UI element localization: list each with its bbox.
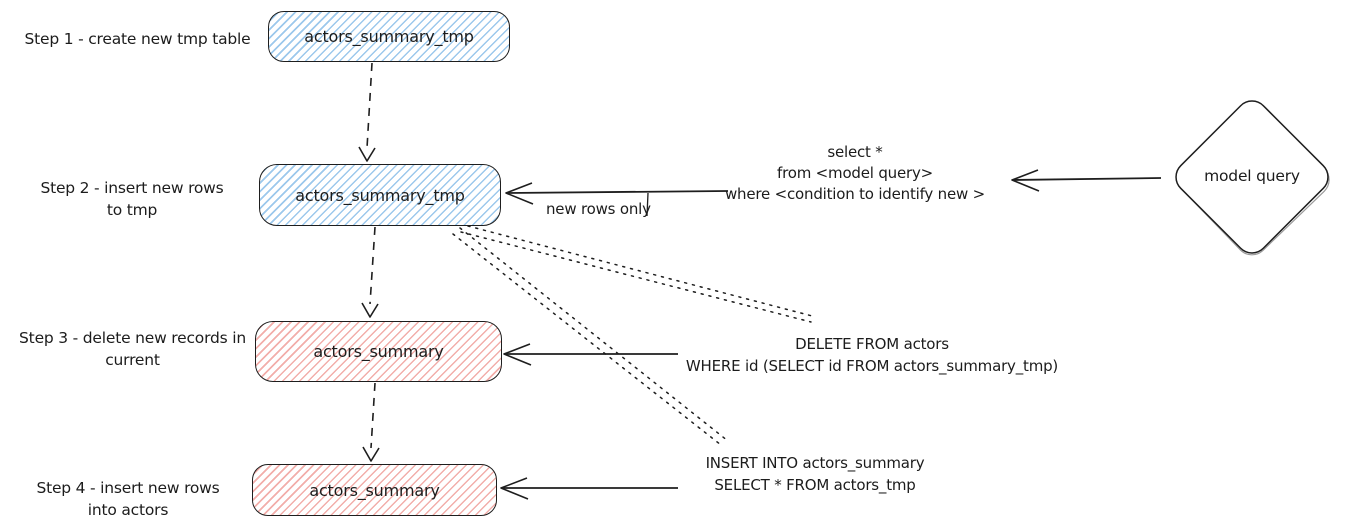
step-1-label: Step 1 - create new tmp table xyxy=(10,28,265,50)
dotted-ray-to-insert-query xyxy=(452,227,729,446)
model-query-diamond xyxy=(1175,100,1330,256)
delete-query-line-1: DELETE FROM actors xyxy=(795,335,949,353)
annotation-new-rows-only: new rows only xyxy=(546,200,651,218)
step-3-label-line-2: current xyxy=(105,351,160,369)
select-query-line-1: select * xyxy=(827,143,883,161)
node-step2-label: actors_summary_tmp xyxy=(295,185,465,205)
dashed-arrow-step1-step2 xyxy=(358,62,376,162)
select-query-line-2: from <model query> xyxy=(777,164,933,182)
model-query-label: model query xyxy=(1204,167,1300,185)
step-1-label-line-1: Step 1 - create new tmp table xyxy=(24,30,251,48)
dashed-arrow-step2-step3 xyxy=(361,226,379,318)
node-step4-actors-summary: actors_summary xyxy=(252,464,497,516)
label-tick xyxy=(646,192,649,217)
arrow-new-rows-into-tmp xyxy=(505,182,729,205)
delete-query-line-2: WHERE id (SELECT id FROM actors_summary_… xyxy=(685,357,1059,375)
node-step1-label: actors_summary_tmp xyxy=(304,27,474,46)
insert-query-line-1: INSERT INTO actors_summary xyxy=(705,454,925,472)
arrow-delete-into-actors-summary xyxy=(503,343,678,366)
insert-query-line-2: SELECT * FROM actors_tmp xyxy=(714,476,916,494)
annotation-select-query: select * from <model query> where <condi… xyxy=(690,142,1020,205)
node-step4-label: actors_summary xyxy=(309,480,440,500)
step-2-label-line-2: to tmp xyxy=(106,201,158,219)
step-3-label-line-1: Step 3 - delete new records in xyxy=(19,329,246,347)
select-query-line-3: where <condition to identify new > xyxy=(724,185,986,203)
annotation-delete-query: DELETE FROM actors WHERE id (SELECT id F… xyxy=(662,333,1082,377)
step-4-label-line-1: Step 4 - insert new rows xyxy=(36,479,220,497)
dashed-arrow-step3-step4 xyxy=(362,382,380,462)
arrow-model-query-to-select xyxy=(1011,169,1162,192)
step-2-label-line-1: Step 2 - insert new rows xyxy=(40,179,224,197)
step-3-label: Step 3 - delete new records in current xyxy=(5,327,260,371)
step-4-label-line-2: into actors xyxy=(87,501,169,519)
node-step3-actors-summary: actors_summary xyxy=(255,321,502,382)
annotation-insert-query: INSERT INTO actors_summary SELECT * FROM… xyxy=(665,452,965,496)
step-4-label: Step 4 - insert new rows into actors xyxy=(18,477,238,521)
dotted-ray-to-delete-query xyxy=(460,225,817,323)
node-step2-actors-summary-tmp: actors_summary_tmp xyxy=(259,164,501,226)
step-2-label: Step 2 - insert new rows to tmp xyxy=(22,177,242,221)
node-step3-label: actors_summary xyxy=(313,342,444,361)
arrow-insert-into-actors-summary xyxy=(500,477,678,500)
node-step1-actors-summary-tmp: actors_summary_tmp xyxy=(268,11,510,62)
